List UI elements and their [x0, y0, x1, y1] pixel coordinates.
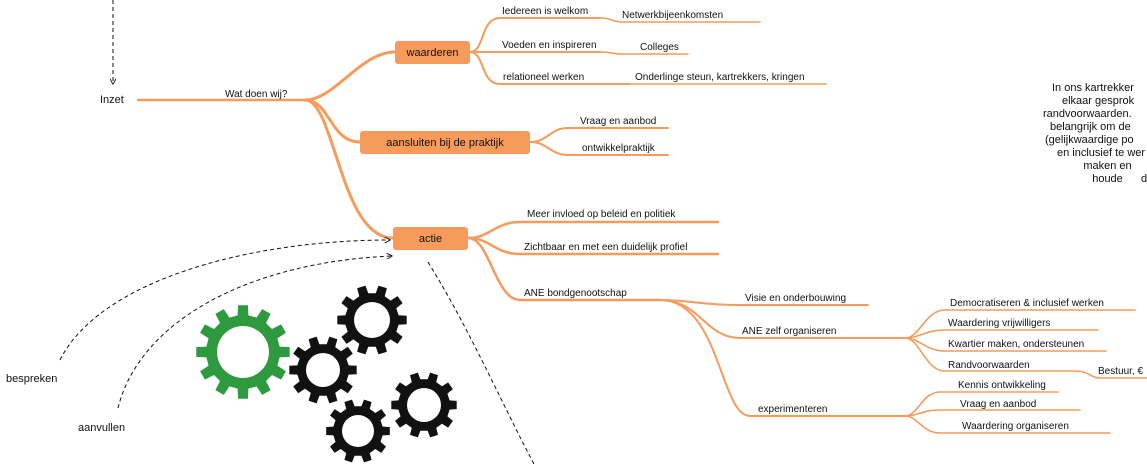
leaf-line-colleges — [599, 51, 689, 55]
leaf-vrijwilligers: Waardering vrijwilligers — [948, 318, 1051, 329]
note-line: en inclusief te wer — [1057, 147, 1146, 159]
branch-label-experimenteren: experimenteren — [758, 404, 828, 415]
note-line: d — [1141, 173, 1147, 185]
leaf-ontwikkelpraktijk: ontwikkelpraktijk — [582, 143, 655, 154]
node-praktijk[interactable]: aansluiten bij de praktijk — [360, 131, 530, 154]
branch-relationeel — [469, 51, 631, 85]
gear-icon — [289, 336, 357, 404]
branch-actie — [303, 98, 395, 240]
note-line: randvoorwaarden. — [1043, 108, 1132, 120]
node-waarderen[interactable]: waarderen — [395, 41, 470, 64]
gear-hole — [354, 302, 390, 338]
branch-experimenteren — [659, 299, 906, 417]
gear-icon — [337, 285, 407, 355]
leaf-kennis: Kennis ontwikkeling — [958, 380, 1046, 391]
note-line: belangrijk om de — [1050, 121, 1131, 133]
branch-label-welkom: Iedereen is welkom — [502, 6, 589, 17]
note-line: maken en houde — [1083, 160, 1132, 185]
note-line: (gelijkwaardige po — [1045, 134, 1134, 146]
leaf-line-vrijw — [904, 329, 1099, 339]
branch-label-ane: ANE bondgenootschap — [524, 288, 627, 299]
leaf-netwerk: Netwerkbijeenkomsten — [622, 10, 724, 21]
dashed-arrow-bespreken — [59, 240, 390, 361]
leaf-vraag-aanbod: Vraag en aanbod — [580, 116, 657, 127]
leaf-kwartier: Kwartier maken, ondersteunen — [948, 339, 1085, 350]
root-branch-label: Wat doen wij? — [225, 89, 288, 100]
branch-welkom — [469, 17, 601, 53]
branch-label-visie: Visie en onderbouwing — [745, 293, 847, 304]
dashed-line-down — [427, 261, 536, 466]
branch-lines — [136, 17, 1147, 434]
leaf-bestuur: Bestuur, € — [1098, 366, 1144, 377]
node-actie[interactable]: actie — [393, 227, 468, 250]
gear-icon — [326, 399, 390, 463]
gear-icon — [196, 305, 290, 399]
bespreken-label: bespreken — [6, 373, 58, 385]
leaf-line-rand — [904, 337, 1147, 379]
leaf-line-vraag2 — [904, 409, 1081, 417]
dashed-arrow-aanvullen — [117, 256, 392, 409]
leaf-vraag-aanbod-2: Vraag en aanbod — [960, 399, 1037, 410]
branch-label-relationeel: relationeel werken — [503, 72, 585, 83]
gear-hole — [306, 353, 340, 387]
dashed-connectors — [59, 0, 536, 466]
branch-label-zelf: ANE zelf organiseren — [742, 326, 837, 337]
gear-hole — [217, 326, 269, 378]
note-line: In ons kartrekker — [1052, 82, 1134, 94]
branch-ontwikkel — [529, 141, 669, 156]
root-label: Inzet — [100, 94, 124, 106]
leaf-democratiseren: Democratiseren & inclusief werken — [950, 298, 1104, 309]
leaf-onderlinge: Onderlinge steun, kartrekkers, kringen — [635, 72, 805, 83]
leaf-waardering-org: Waardering organiseren — [962, 421, 1069, 432]
branch-waarderen — [303, 50, 397, 102]
branch-invloed — [466, 220, 720, 240]
aanvullen-label: aanvullen — [78, 422, 126, 434]
branch-label-voeden: Voeden en inspireren — [502, 40, 597, 51]
branch-label-zichtbaar: Zichtbaar en met een duidelijk profiel — [524, 242, 688, 253]
leaf-colleges: Colleges — [640, 42, 679, 53]
leaf-line-waardering-org — [904, 415, 1111, 434]
leaf-randvoorwaarden: Randvoorwaarden — [948, 360, 1030, 371]
branch-ane — [466, 236, 662, 302]
gears-illustration — [196, 285, 457, 463]
branch-label-invloed: Meer invloed op beleid en politiek — [527, 209, 676, 220]
note-line: elkaar gesprok — [1062, 95, 1135, 107]
branch-vraag1 — [529, 127, 669, 143]
leaf-line-netwerk — [599, 17, 761, 23]
gear-hole — [407, 388, 441, 422]
branch-praktijk — [303, 98, 362, 144]
gear-icon — [391, 372, 457, 438]
gear-hole — [342, 415, 374, 447]
